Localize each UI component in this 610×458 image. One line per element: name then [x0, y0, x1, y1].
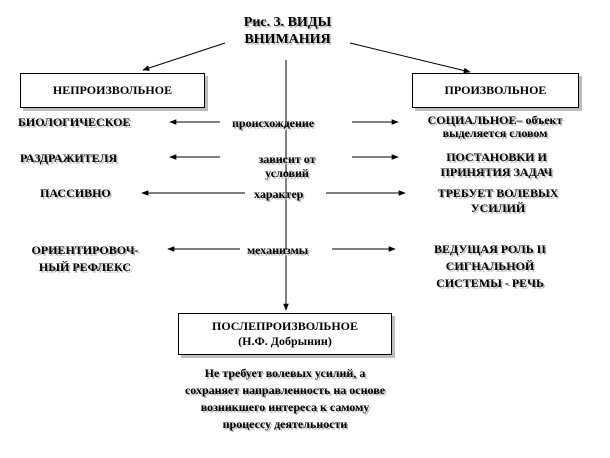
box-post-voluntary-line-2: (Н.Ф. Добрынин): [238, 334, 332, 348]
right-effort-line-1: ТРЕБУЕТ ВОЛЕВЫХ: [437, 186, 559, 200]
left-passive: ПАССИВНО: [40, 186, 111, 200]
note-line-2: сохраняет направленность на основе: [184, 383, 386, 397]
right-social: СОЦИАЛЬНОЕ– объект выделяется словом: [400, 114, 590, 140]
left-stimulus: РАЗДРАЖИТЕЛЯ: [20, 151, 118, 165]
left-orienting-reflex: ОРИЕНТИРОВОЧ- НЫЙ РЕФЛЕКС: [10, 242, 160, 276]
box-voluntary: ПРОИЗВОЛЬНОЕ: [412, 73, 579, 108]
center-origin: происхождение: [232, 116, 315, 130]
center-character: характер: [254, 187, 304, 201]
box-post-voluntary-line-1: ПОСЛЕПРОИЗВОЛЬНОЕ: [211, 319, 358, 333]
right-signal-line-3: СИСТЕМЫ - РЕЧЬ: [436, 276, 544, 290]
right-task-setting: ПОСТАНОВКИ И ПРИНЯТИЯ ЗАДАЧ: [404, 150, 589, 180]
title-line-2: ВНИМАНИЯ: [244, 32, 331, 47]
box-voluntary-label: ПРОИЗВОЛЬНОЕ: [444, 83, 547, 97]
right-effort-line-2: УСИЛИЙ: [470, 201, 526, 215]
right-task-line-1: ПОСТАНОВКИ И: [446, 150, 547, 164]
arrow-to-voluntary: [349, 42, 471, 74]
left-reflex-line-1: ОРИЕНТИРОВОЧ-: [31, 243, 139, 257]
post-voluntary-note: Не требует волевых усилий, а сохраняет н…: [140, 365, 430, 433]
box-post-voluntary: ПОСЛЕПРОИЗВОЛЬНОЕ (Н.Ф. Добрынин): [178, 313, 392, 355]
box-involuntary: НЕПРОИЗВОЛЬНОЕ: [20, 73, 205, 108]
right-signal-line-2: СИГНАЛЬНОЙ: [445, 259, 535, 273]
diagram-title: Рис. 3. ВИДЫ ВНИМАНИЯ: [205, 14, 370, 48]
center-depends-line-1: зависит от: [258, 152, 316, 166]
right-task-line-2: ПРИНЯТИЯ ЗАДАЧ: [440, 165, 553, 179]
right-social-line-2: выделяется словом: [442, 126, 548, 140]
center-depends-on-conditions: зависит от условий: [228, 152, 346, 180]
note-line-4: процессу деятельности: [222, 417, 348, 431]
right-requires-effort: ТРЕБУЕТ ВОЛЕВЫХ УСИЛИЙ: [413, 186, 583, 216]
right-second-signal-system: ВЕДУЩАЯ РОЛЬ II СИГНАЛЬНОЙ СИСТЕМЫ - РЕЧ…: [400, 241, 580, 292]
left-biological: БИОЛОГИЧЕСКОЕ: [18, 115, 131, 129]
title-line-1: Рис. 3. ВИДЫ: [243, 15, 332, 30]
center-mechanisms: механизмы: [247, 243, 309, 257]
left-reflex-line-2: НЫЙ РЕФЛЕКС: [38, 260, 132, 274]
box-involuntary-label: НЕПРОИЗВОЛЬНОЕ: [52, 83, 173, 97]
center-depends-line-2: условий: [265, 166, 309, 180]
note-line-1: Не требует волевых усилий, а: [204, 366, 366, 380]
note-line-3: возникшего интереса к самому: [200, 400, 370, 414]
arrow-to-involuntary: [142, 42, 226, 71]
right-social-line-1: СОЦИАЛЬНОЕ– объект: [427, 113, 563, 127]
right-signal-line-1: ВЕДУЩАЯ РОЛЬ II: [434, 242, 546, 256]
